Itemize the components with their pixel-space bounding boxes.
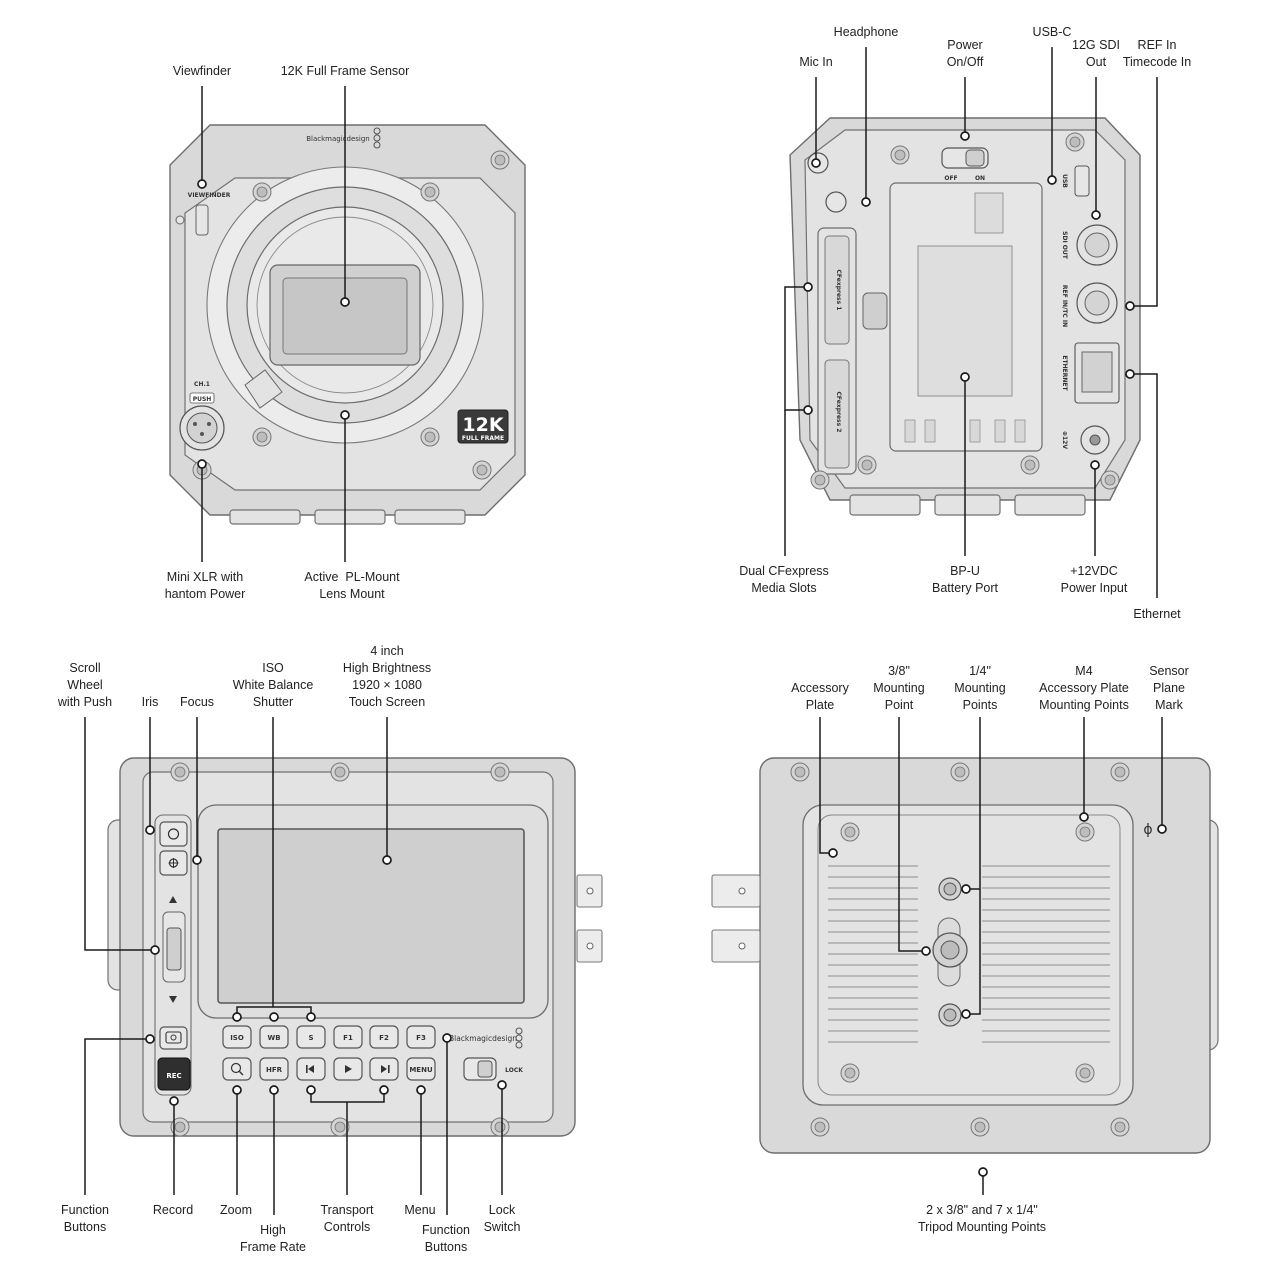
label-sdi-out: 12G SDI Out <box>1072 38 1120 69</box>
menu-button[interactable] <box>406 1057 436 1081</box>
viewfinder-print: VIEWFINDER <box>188 192 231 199</box>
sdi-out-print: SDI OUT <box>1061 231 1068 260</box>
menu-button-label: MENU <box>409 1066 433 1074</box>
label-viewfinder: Viewfinder <box>172 64 232 78</box>
label-media-slots: Dual CFexpress Media Slots <box>739 564 829 595</box>
label-focus: Focus <box>179 695 215 709</box>
lock-print: LOCK <box>505 1067 523 1074</box>
label-sensor: 12K Full Frame Sensor <box>280 64 410 78</box>
label-mini-xlr: Mini XLR with hantom Power <box>164 570 246 601</box>
side-view: REC ISO WB S F1 F2 F3 HFR MENU Blackmagi… <box>84 717 603 1215</box>
dc12-print: ⊕12V <box>1061 431 1068 449</box>
off-print: OFF <box>944 175 957 182</box>
label-menu: Menu <box>404 1203 436 1217</box>
label-scroll-wheel: Scroll Wheel with Push <box>57 661 113 709</box>
s-button-label: S <box>308 1034 313 1042</box>
label-mount-38: 3/8" Mounting Point <box>873 664 925 712</box>
label-lens-mount: Active PL-Mount Lens Mount <box>304 570 400 601</box>
f3-button[interactable] <box>406 1025 436 1049</box>
f1-button[interactable] <box>333 1025 363 1049</box>
ch1-print: CH.1 <box>194 381 210 388</box>
rear-view: CFexpress 1 CFexpress 2 OFF ON USB SDI O… <box>784 47 1158 598</box>
zoom-button[interactable] <box>222 1057 252 1081</box>
label-usb-c: USB-C <box>1032 25 1072 39</box>
label-high-frame-rate: High Frame Rate <box>240 1223 306 1254</box>
label-power-input: +12VDC Power Input <box>1060 564 1128 595</box>
label-headphone: Headphone <box>833 25 899 39</box>
side-brand-print: Blackmagicdesign <box>449 1034 517 1043</box>
label-sensor-plane: Sensor Plane Mark <box>1149 664 1189 712</box>
hfr-button[interactable] <box>259 1057 289 1081</box>
iso-button[interactable] <box>222 1025 252 1049</box>
label-screen: 4 inch High Brightness 1920 × 1080 Touch… <box>342 644 432 709</box>
rec-button-label: REC <box>166 1072 181 1080</box>
badge-full-frame: FULL FRAME <box>462 435 504 442</box>
label-lock-switch: Lock Switch <box>483 1203 521 1234</box>
f2-button[interactable] <box>369 1025 399 1049</box>
usb-print: USB <box>1061 174 1068 188</box>
ref-in-print: REF IN/TC IN <box>1061 285 1068 327</box>
label-function-buttons-left: Function Buttons <box>61 1203 109 1234</box>
on-print: ON <box>975 175 985 182</box>
label-zoom: Zoom <box>220 1203 252 1217</box>
ethernet-print: ETHERNET <box>1061 355 1068 391</box>
shutter-button[interactable] <box>296 1025 326 1049</box>
hfr-button-label: HFR <box>266 1066 283 1074</box>
f1-button-label: F1 <box>343 1034 353 1042</box>
label-mic-in: Mic In <box>799 55 833 69</box>
front-brand-print: Blackmagicdesign <box>306 135 370 143</box>
wb-button[interactable] <box>259 1025 289 1049</box>
label-ref-in: REF In Timecode In <box>1122 38 1192 69</box>
label-transport: Transport Controls <box>320 1203 374 1234</box>
label-iris: Iris <box>141 695 159 709</box>
f3-button-label: F3 <box>416 1034 426 1042</box>
label-iso-wb-shutter: ISO White Balance Shutter <box>232 661 314 709</box>
sensor-plane-mark: ϕ <box>1143 822 1152 838</box>
label-record: Record <box>152 1203 194 1217</box>
label-accessory-plate: Accessory Plate <box>791 681 849 712</box>
label-ethernet: Ethernet <box>1133 607 1181 621</box>
label-mount-14: 1/4" Mounting Points <box>954 664 1006 712</box>
cfexpress1-print: CFexpress 1 <box>835 270 842 311</box>
label-battery-port: BP-U Battery Port <box>932 564 998 595</box>
iso-button-label: ISO <box>230 1034 244 1042</box>
front-view: VIEWFINDER Blackmagicdesign CH.1 PUSH 12… <box>169 86 526 562</box>
wb-button-label: WB <box>267 1034 280 1042</box>
label-m4-points: M4 Accessory Plate Mounting Points <box>1039 664 1129 712</box>
badge-12k: 12K <box>462 414 504 436</box>
f2-button-label: F2 <box>379 1034 389 1042</box>
label-function-buttons-right: Function Buttons <box>422 1223 470 1254</box>
cfexpress2-print: CFexpress 2 <box>835 392 842 433</box>
bottom-view: ϕ <box>711 717 1219 1195</box>
label-power: Power On/Off <box>946 38 984 69</box>
label-tripod-points: 2 x 3/8" and 7 x 1/4" Tripod Mounting Po… <box>917 1203 1047 1234</box>
push-print: PUSH <box>193 396 212 403</box>
